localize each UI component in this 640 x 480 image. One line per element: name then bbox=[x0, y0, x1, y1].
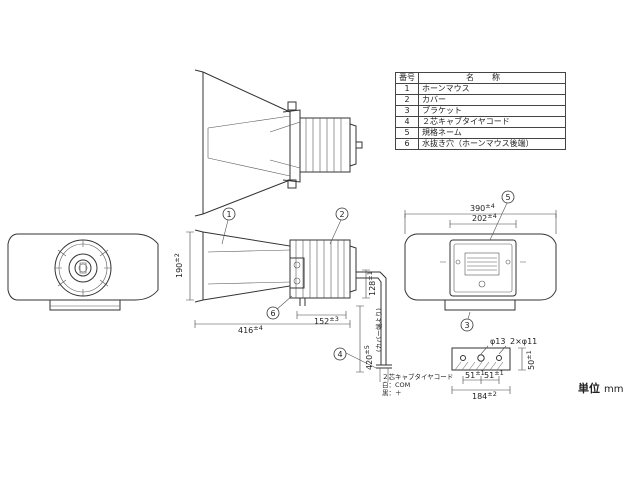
header-number: 番号 bbox=[395, 72, 419, 84]
dim-hole-11: 2×φ11 bbox=[510, 337, 537, 346]
callout-1: 1 bbox=[222, 207, 236, 221]
svg-text:5: 5 bbox=[505, 193, 510, 202]
dim-152: 152±3 bbox=[314, 315, 339, 326]
side-view bbox=[186, 229, 392, 382]
callout-5: 5 bbox=[501, 190, 515, 204]
svg-text:50±1: 50±1 bbox=[525, 350, 536, 370]
row-name: 規格ネーム bbox=[418, 127, 566, 139]
row-name: ブラケット bbox=[418, 105, 566, 117]
table-row: 1 ホーンマウス bbox=[395, 83, 566, 95]
callout-6: 6 bbox=[266, 306, 280, 320]
table-row: 2 カバー bbox=[395, 94, 566, 106]
svg-text:184±2: 184±2 bbox=[472, 390, 497, 401]
callout-3: 3 bbox=[460, 318, 474, 332]
dim-190: 190±2 bbox=[173, 253, 184, 278]
row-number: 4 bbox=[395, 116, 419, 128]
row-number: 6 bbox=[395, 138, 419, 150]
cord-labels: ２芯キャブタイヤコード 白：COM 黒：＋ bbox=[382, 372, 453, 397]
dim-51-right: 51±1 bbox=[484, 369, 504, 380]
row-name: カバー bbox=[418, 94, 566, 106]
row-name: ホーンマウス bbox=[418, 83, 566, 95]
svg-text:6: 6 bbox=[270, 309, 275, 318]
callout-4: 4 bbox=[333, 347, 347, 361]
top-view bbox=[194, 69, 363, 217]
unit-label: 単位 mm bbox=[578, 380, 623, 396]
svg-text:黒：＋: 黒：＋ bbox=[382, 389, 402, 397]
dim-416: 416±4 bbox=[238, 324, 263, 335]
table-row: 3 ブラケット bbox=[395, 105, 566, 117]
dim-184: 184±2 bbox=[472, 390, 497, 401]
table-row: 4 ２芯キャブタイヤコード bbox=[395, 116, 566, 128]
row-number: 3 bbox=[395, 105, 419, 117]
dim-50: 50±1 bbox=[525, 350, 536, 370]
rear-view bbox=[404, 210, 557, 311]
svg-text:白：COM: 白：COM bbox=[382, 380, 410, 389]
header-name: 名称 bbox=[418, 72, 566, 84]
callout-2: 2 bbox=[335, 207, 349, 221]
callout-leaders bbox=[221, 202, 508, 369]
row-name: 水抜き穴（ホーンマウス後端） bbox=[418, 138, 566, 150]
dim-202: 202±4 bbox=[472, 212, 497, 223]
table-row: 6 水抜き穴（ホーンマウス後端） bbox=[395, 138, 566, 150]
dim-420: 420±5 (カバー端より) bbox=[363, 308, 383, 370]
front-view bbox=[7, 233, 159, 311]
dim-390: 390±4 bbox=[470, 202, 495, 213]
unit-label-text: 単位 bbox=[578, 382, 600, 395]
svg-text:390±4: 390±4 bbox=[470, 202, 495, 213]
svg-text:2×φ11: 2×φ11 bbox=[510, 337, 537, 346]
row-number: 5 bbox=[395, 127, 419, 139]
svg-text:２芯キャブタイヤコード: ２芯キャブタイヤコード bbox=[382, 372, 453, 381]
svg-text:4: 4 bbox=[337, 350, 342, 359]
dim-128: 128±1 bbox=[366, 271, 377, 296]
svg-text:190±2: 190±2 bbox=[173, 253, 184, 278]
dim-hole-13: φ13 bbox=[490, 337, 505, 346]
svg-text:2: 2 bbox=[339, 210, 344, 219]
bracket-detail bbox=[451, 345, 526, 394]
svg-text:202±4: 202±4 bbox=[472, 212, 497, 223]
svg-text:51±1: 51±1 bbox=[465, 369, 485, 380]
dim-51-left: 51±1 bbox=[465, 369, 485, 380]
row-number: 2 bbox=[395, 94, 419, 106]
svg-text:(カバー端より): (カバー端より) bbox=[374, 308, 383, 352]
parts-table-header: 番号 名称 bbox=[395, 72, 566, 84]
svg-text:152±3: 152±3 bbox=[314, 315, 339, 326]
svg-text:φ13: φ13 bbox=[490, 337, 505, 346]
svg-text:51±1: 51±1 bbox=[484, 369, 504, 380]
row-number: 1 bbox=[395, 83, 419, 95]
svg-text:128±1: 128±1 bbox=[366, 271, 377, 296]
table-row: 5 規格ネーム bbox=[395, 127, 566, 139]
svg-text:420±5: 420±5 bbox=[363, 345, 374, 370]
svg-text:416±4: 416±4 bbox=[238, 324, 263, 335]
parts-table: 番号 名称 1 ホーンマウス 2 カバー 3 ブラケット 4 ２芯キャブタイヤコ… bbox=[395, 72, 566, 150]
row-name: ２芯キャブタイヤコード bbox=[418, 116, 566, 128]
unit-label-unit: mm bbox=[604, 384, 624, 395]
svg-text:1: 1 bbox=[226, 210, 231, 219]
svg-text:3: 3 bbox=[464, 321, 469, 330]
